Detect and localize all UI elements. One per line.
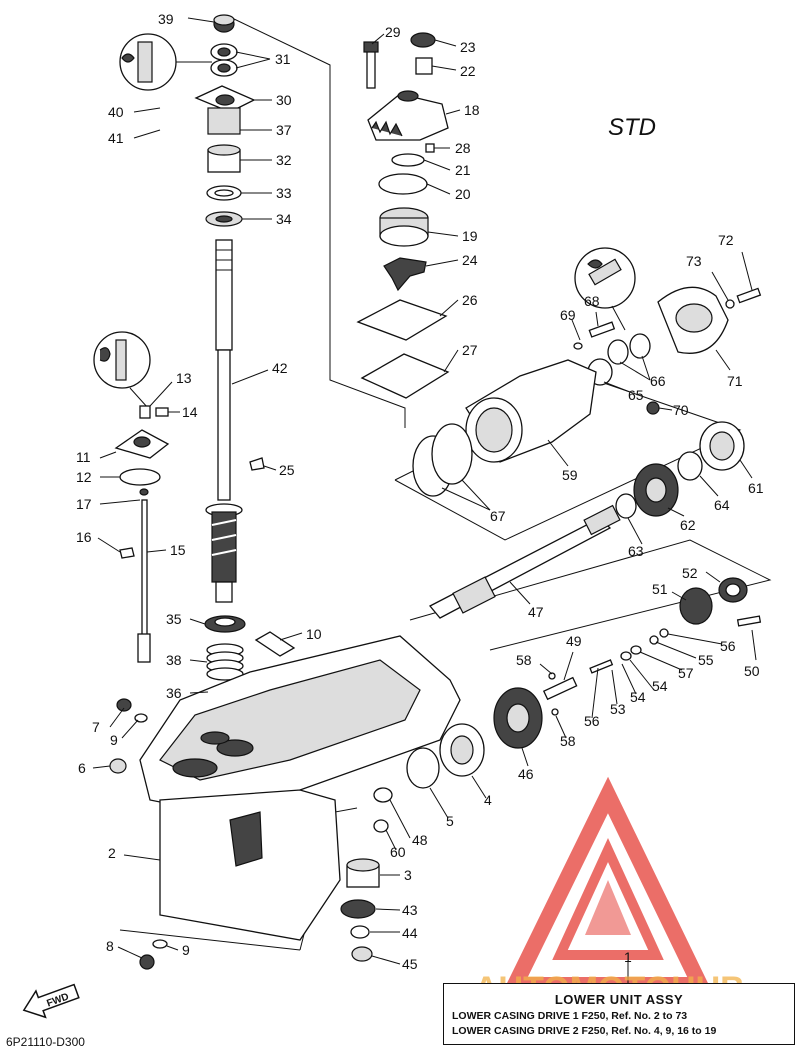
callout-21: 21 (455, 162, 471, 178)
legend-title: LOWER UNIT ASSY (554, 992, 684, 1007)
callout-67: 67 (490, 508, 506, 524)
callout-71: 71 (727, 373, 743, 389)
callout-54b: 54 (630, 689, 646, 705)
water-pump-assembly: STD (356, 32, 656, 399)
callout-62: 62 (680, 517, 696, 533)
callout-42: 42 (272, 360, 288, 376)
callout-46: 46 (518, 766, 534, 782)
legend-line-2: LOWER CASING DRIVE 2 F250, Ref. No. 4, 9… (452, 1025, 717, 1037)
leader-lines (92, 17, 757, 983)
legend-line-1: LOWER CASING DRIVE 1 F250, Ref. No. 2 to… (452, 1010, 688, 1022)
callout-60: 60 (390, 844, 406, 860)
callout-34: 34 (276, 211, 292, 227)
callout-70: 70 (673, 402, 689, 418)
callout-6: 6 (78, 760, 86, 776)
callout-51: 51 (652, 581, 668, 597)
callout-65: 65 (628, 387, 644, 403)
callout-63: 63 (628, 543, 644, 559)
callout-labels: 39 31 30 40 41 37 32 33 34 42 13 14 11 1… (76, 11, 764, 972)
callout-24: 24 (462, 252, 478, 268)
callout-26: 26 (462, 292, 478, 308)
callout-58b: 58 (560, 733, 576, 749)
callout-9: 9 (110, 732, 118, 748)
callout-18: 18 (464, 102, 480, 118)
callout-23: 23 (460, 39, 476, 55)
callout-25: 25 (279, 462, 295, 478)
clutch-assembly (340, 577, 762, 962)
callout-19: 19 (462, 228, 478, 244)
propeller-shaft (428, 504, 621, 619)
callout-43: 43 (402, 902, 418, 918)
callout-61: 61 (748, 480, 764, 496)
callout-57: 57 (678, 665, 694, 681)
callout-7: 7 (92, 719, 100, 735)
callout-17: 17 (76, 496, 92, 512)
callout-37: 37 (276, 122, 292, 138)
watermark-logo (502, 776, 713, 993)
callout-28: 28 (455, 140, 471, 156)
callout-2: 2 (108, 845, 116, 861)
callout-29: 29 (385, 24, 401, 40)
callout-64: 64 (714, 497, 730, 513)
callout-30: 30 (276, 92, 292, 108)
callout-12: 12 (76, 469, 92, 485)
callout-45: 45 (402, 956, 418, 972)
callout-8: 8 (106, 938, 114, 954)
callout-10: 10 (306, 626, 322, 642)
callout-32: 32 (276, 152, 292, 168)
callout-41: 41 (108, 130, 124, 146)
callout-56: 56 (720, 638, 736, 654)
fwd-arrow: FWD (22, 983, 80, 1019)
callout-4: 4 (484, 792, 492, 808)
callout-58: 58 (516, 652, 532, 668)
callout-15: 15 (170, 542, 186, 558)
callout-40: 40 (108, 104, 124, 120)
variant-label: STD (608, 114, 656, 141)
diagram-code: 6P21110-D300 (6, 1035, 85, 1049)
callout-73: 73 (686, 253, 702, 269)
callout-3: 3 (404, 867, 412, 883)
callout-36: 36 (166, 685, 182, 701)
callout-14: 14 (182, 404, 198, 420)
callout-55: 55 (698, 652, 714, 668)
callout-66: 66 (650, 373, 666, 389)
callout-38: 38 (166, 652, 182, 668)
callout-50: 50 (744, 663, 760, 679)
legend-box: LOWER UNIT ASSY LOWER CASING DRIVE 1 F25… (443, 983, 795, 1045)
callout-13: 13 (176, 370, 192, 386)
callout-56b: 56 (584, 713, 600, 729)
callout-11: 11 (76, 449, 91, 465)
callout-47: 47 (528, 604, 544, 620)
callout-5: 5 (446, 813, 454, 829)
callout-20: 20 (455, 186, 471, 202)
callout-72: 72 (718, 232, 734, 248)
callout-33: 33 (276, 185, 292, 201)
callout-69: 69 (560, 307, 576, 323)
callout-49: 49 (566, 633, 582, 649)
callout-39: 39 (158, 11, 174, 27)
callout-27: 27 (462, 342, 478, 358)
propeller-shaft-housing (412, 247, 762, 519)
callout-16: 16 (76, 529, 92, 545)
callout-1: 1 (624, 949, 632, 965)
shift-rod-assembly (93, 331, 170, 663)
callout-44: 44 (402, 925, 418, 941)
callout-68: 68 (584, 293, 600, 309)
callout-52: 52 (682, 565, 698, 581)
callout-48: 48 (412, 832, 428, 848)
callout-59: 59 (562, 467, 578, 483)
lower-casing (109, 635, 461, 970)
callout-54a: 54 (652, 678, 668, 694)
callout-35: 35 (166, 611, 182, 627)
callout-53: 53 (610, 701, 626, 717)
callout-9b: 9 (182, 942, 190, 958)
callout-31: 31 (275, 51, 291, 67)
callout-22: 22 (460, 63, 476, 79)
